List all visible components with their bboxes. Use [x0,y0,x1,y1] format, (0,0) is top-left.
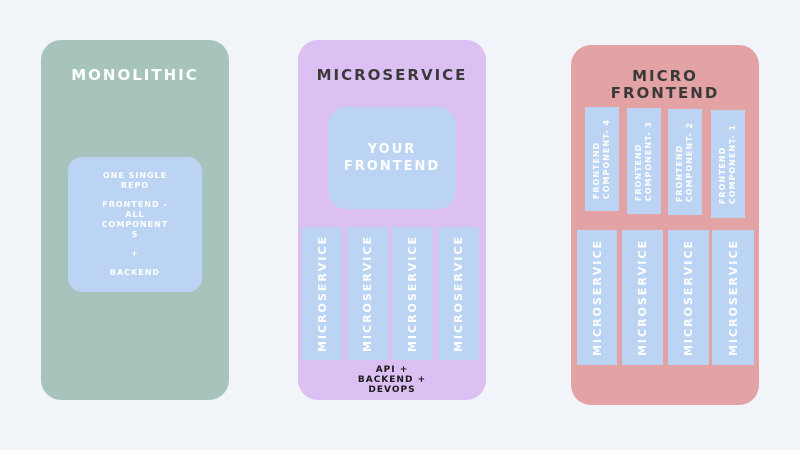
mfe-microservice-label-4: MICROSERVICE [726,238,740,357]
repo-line-5: COMPONENT [101,220,169,229]
microservice-title: MICROSERVICE [316,66,468,84]
mfe-microservice-label-1: MICROSERVICE [590,238,604,357]
single-repo-box: ONE SINGLE REPO FRONTEND - ALL COMPONENT… [68,157,202,292]
repo-line-3: FRONTEND - [102,200,168,209]
microservice-box-3: MICROSERVICE [392,227,433,360]
mfe-microservice-box-1: MICROSERVICE [577,230,617,365]
microservice-label-1: MICROSERVICE [315,234,329,353]
mfe-microservice-label-2: MICROSERVICE [636,238,649,357]
micro-frontend-title: MICRO FRONTEND [571,68,759,102]
api-line-2: BACKEND + [357,375,427,385]
frontend-line-2: FRONTEND [343,159,441,174]
api-backend-devops-label: API + BACKEND + DEVOPS [298,365,486,395]
microservice-box-4: MICROSERVICE [438,227,479,360]
microservice-box-2: MICROSERVICE [347,227,388,360]
microservice-box-1: MICROSERVICE [302,227,342,360]
repo-line-1: ONE SINGLE [102,171,168,180]
mfe-microservice-box-3: MICROSERVICE [668,230,709,365]
your-frontend-box: YOUR FRONTEND [328,107,456,209]
microservice-label-2: MICROSERVICE [361,234,374,353]
mfe-microservice-label-3: MICROSERVICE [682,238,695,357]
repo-line-8: BACKEND [109,268,161,277]
microservice-card: MICROSERVICE YOUR FRONTEND MICROSERVICE … [298,40,486,400]
microservice-label-3: MICROSERVICE [406,234,419,353]
micro-frontend-title-line-2: FRONTEND [610,84,720,102]
micro-frontend-title-line-1: MICRO [632,67,698,85]
repo-line-7: + [131,249,139,258]
repo-line-6: S [131,230,139,239]
monolithic-card: MONOLITHIC ONE SINGLE REPO FRONTEND - AL… [41,40,229,400]
frontend-line-1: YOUR [367,142,417,157]
monolithic-title: MONOLITHIC [71,66,199,84]
repo-line-2: REPO [120,181,150,190]
mfe-microservice-box-4: MICROSERVICE [712,230,754,365]
repo-line-4: ALL [125,210,145,219]
api-line-1: API + [375,365,409,375]
microservice-label-4: MICROSERVICE [452,234,465,353]
api-line-3: DEVOPS [368,385,416,395]
mfe-microservice-box-2: MICROSERVICE [622,230,663,365]
